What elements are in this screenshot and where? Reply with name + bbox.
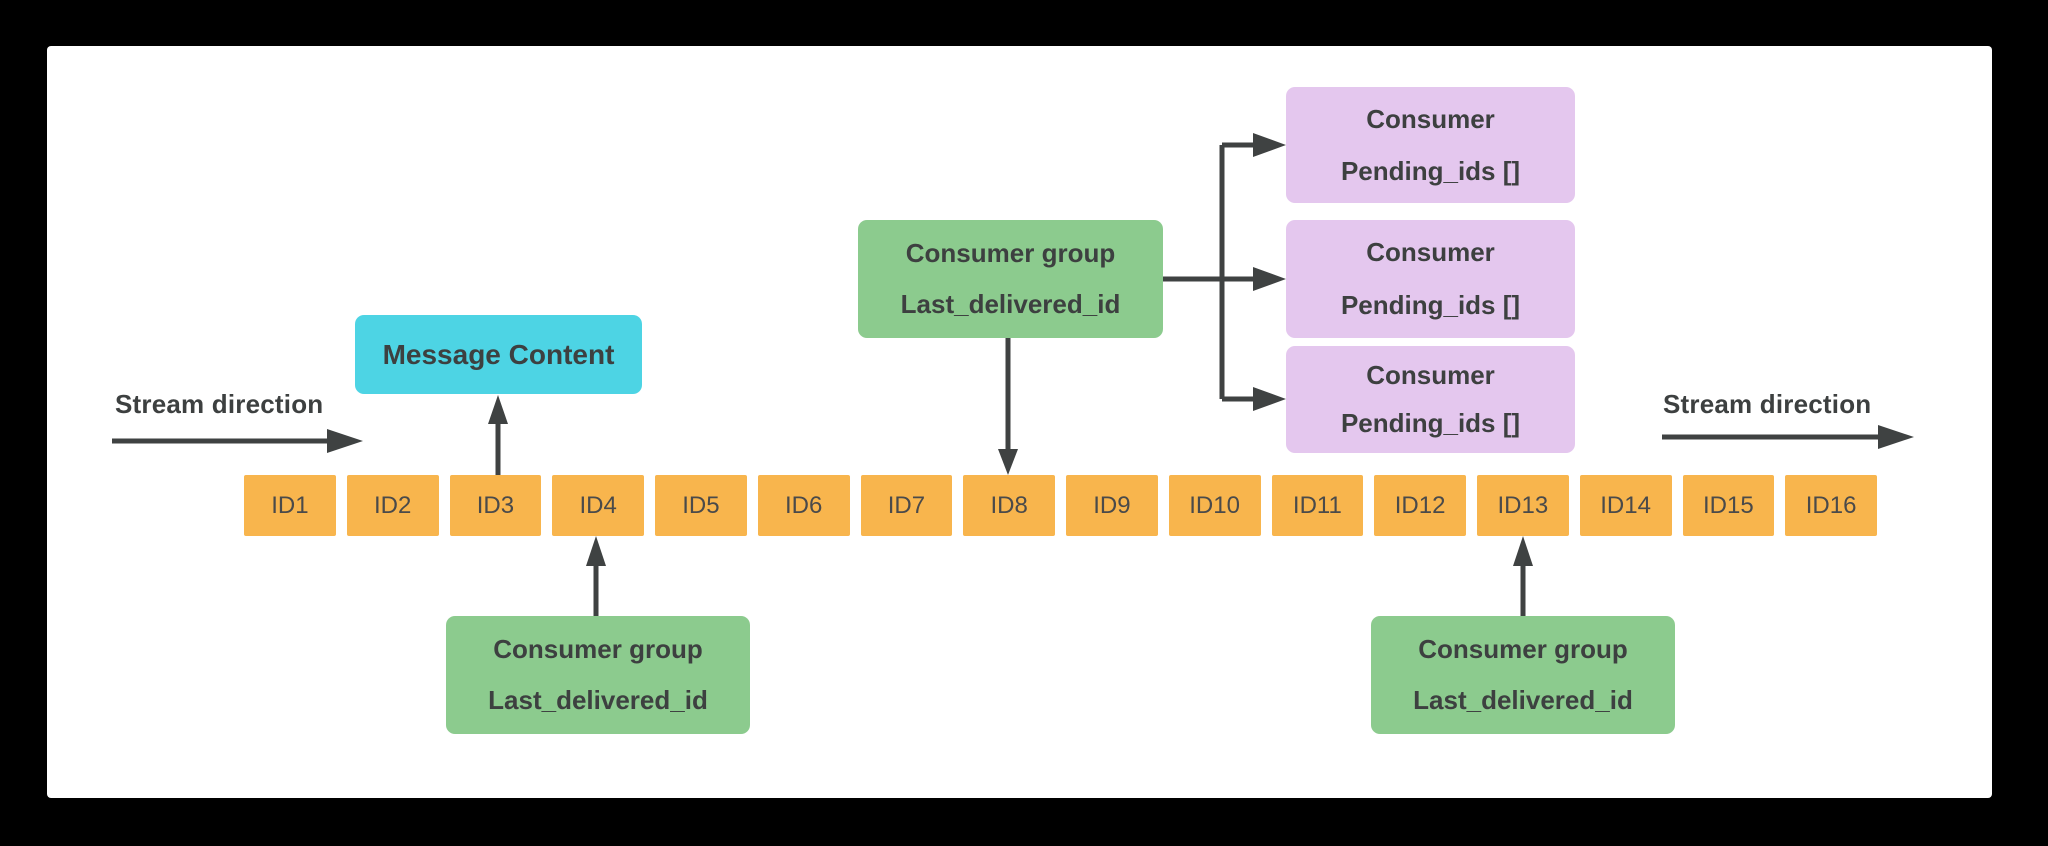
stream-entry-id4: ID4: [552, 475, 644, 536]
consumer-group-last-delivered-id: Last_delivered_id: [900, 289, 1121, 319]
stream-entry-id16: ID16: [1785, 475, 1877, 536]
consumer-group-title: Consumer group: [905, 238, 1116, 268]
stream-entry-id5: ID5: [655, 475, 747, 536]
stream-entry-id12: ID12: [1374, 475, 1466, 536]
consumer-pending-ids: Pending_ids []: [1340, 407, 1521, 438]
stream-entry-id9: ID9: [1066, 475, 1158, 536]
stream-entry-id6: ID6: [757, 475, 850, 536]
consumer-pending-ids: Pending_ids []: [1340, 155, 1521, 186]
stream-entry-id13: ID13: [1477, 475, 1569, 536]
consumer-group-bottom-right-box: Consumer group Last_delivered_id: [1371, 616, 1675, 734]
stream-entry-id14: ID14: [1579, 475, 1672, 536]
message-content-label: Message Content: [382, 338, 615, 370]
stream-entry-id11: ID11: [1271, 475, 1364, 536]
stream-entry-id3: ID3: [449, 475, 542, 536]
diagram-canvas: [47, 46, 1992, 798]
consumer-group-bottom-left-box: Consumer group Last_delivered_id: [446, 616, 750, 734]
stream-entry-id7: ID7: [860, 475, 953, 536]
stream-entry-id15: ID15: [1682, 475, 1775, 536]
stream-entry-id2: ID2: [346, 475, 439, 536]
consumer-pending-ids: Pending_ids []: [1340, 290, 1521, 320]
stream-direction-label-right: Stream direction: [1663, 389, 1872, 419]
consumer-title: Consumer: [1366, 103, 1495, 134]
stream-entry-id10: ID10: [1168, 475, 1261, 536]
consumer-group-last-delivered-id: Last_delivered_id: [1413, 685, 1633, 715]
consumer-group-title: Consumer group: [1418, 634, 1628, 664]
stream-entry-id1: ID1: [244, 475, 336, 536]
consumer-title: Consumer: [1366, 360, 1495, 391]
consumer-group-last-delivered-id: Last_delivered_id: [488, 685, 708, 715]
stream-entry-id8: ID8: [963, 475, 1055, 536]
consumer-title: Consumer: [1366, 237, 1495, 267]
consumer-group-title: Consumer group: [493, 634, 703, 664]
message-content-box: Message Content: [355, 315, 642, 394]
stream-direction-label-left: Stream direction: [115, 389, 324, 419]
consumer-group-top-box: Consumer group Last_delivered_id: [858, 220, 1163, 338]
